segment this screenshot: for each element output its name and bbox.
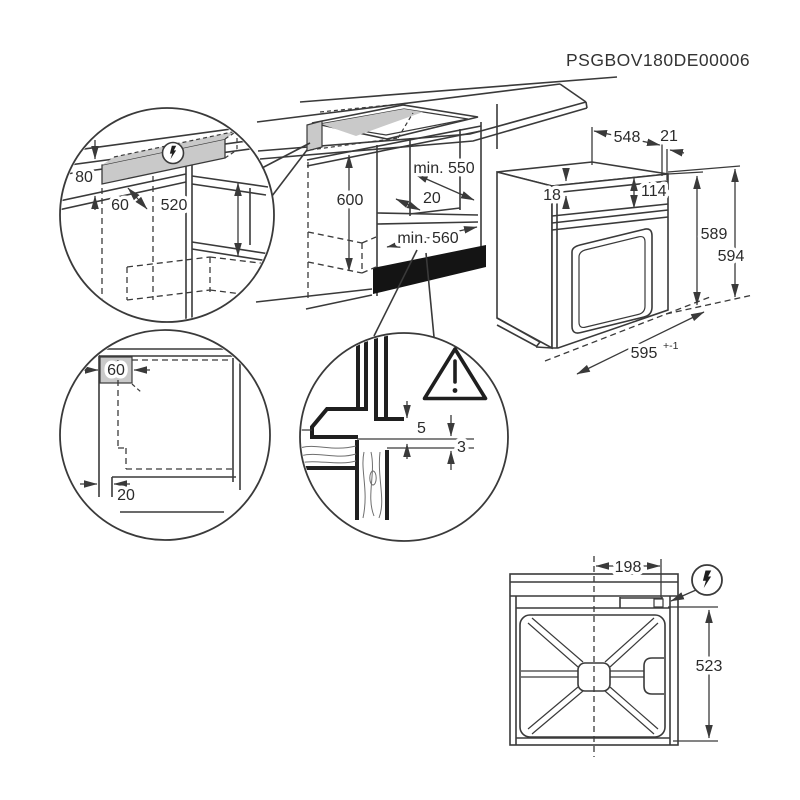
detail-circle-connection [59, 107, 275, 323]
dim-5: 5 [417, 420, 426, 437]
dim-3: 3 [457, 439, 466, 456]
connection-zone-in-cutout [321, 109, 423, 136]
dim-21: 21 [660, 128, 678, 145]
connection-box-section [99, 356, 133, 384]
oven-door-window [571, 228, 653, 334]
dim-114: 114 [641, 183, 667, 200]
dim-520: 520 [161, 197, 188, 214]
dim-80: 80 [75, 169, 93, 186]
detail-front-gap-content [301, 334, 474, 520]
callout-wedge-connection [261, 142, 311, 197]
electrical-icon-connection [161, 141, 185, 165]
dim-523: 523 [696, 658, 723, 675]
mains-terminal-box [653, 598, 664, 608]
dim-600: 600 [337, 192, 364, 209]
dim-595: 595 [631, 345, 658, 362]
connection-zone-end-face [306, 120, 323, 152]
dim-594: 594 [718, 248, 745, 265]
countertop-drawing [256, 76, 618, 160]
dim-20-rear: 20 [117, 487, 135, 504]
callout-wedge-front-gap [373, 249, 435, 338]
dim-min560: min. 560 [397, 230, 458, 247]
warning-icon [422, 347, 488, 401]
dim-20-main: 20 [423, 190, 441, 207]
dim-548: 548 [614, 129, 641, 146]
dim-589: 589 [701, 226, 728, 243]
electrical-icon-bottom-view [691, 564, 723, 596]
dim-60-connection: 60 [111, 197, 129, 214]
drawing-code: PSGBOV180DE00006 [566, 50, 750, 70]
niche-ghost-outline [307, 162, 377, 300]
oven-drawing: 18 548 21 114 589 594 595 +-1 [496, 125, 754, 375]
dim-18: 18 [543, 187, 561, 204]
dim-min550: min. 550 [413, 160, 474, 177]
cabinet-niche-drawing: 600 min. 550 20 min. 560 [255, 122, 486, 310]
dim-198: 198 [615, 559, 642, 576]
detail-connection-content [61, 120, 273, 321]
oven-bottom-view: 198 523 [509, 556, 726, 757]
detail-rear-clearance-content [80, 348, 241, 513]
dim-60-rear: 60 [107, 362, 125, 379]
dim-595-tolerance: +-1 [663, 340, 679, 352]
detail-circle-rear-clearance [59, 329, 271, 541]
bottom-recess [643, 657, 664, 695]
